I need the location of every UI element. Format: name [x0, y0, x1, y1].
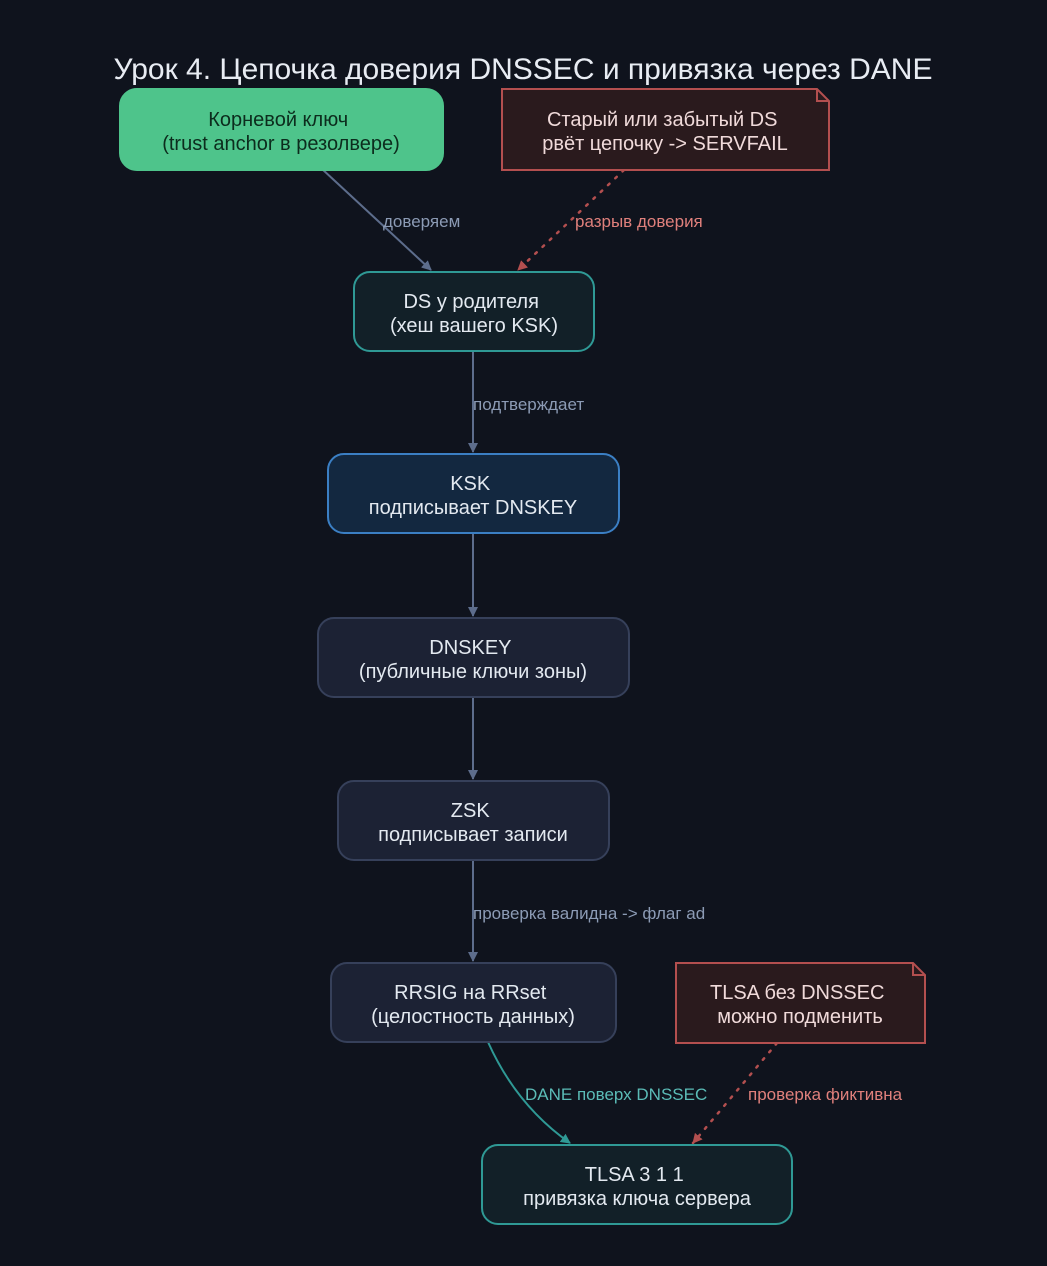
edge-root-to-ds: доверяем — [321, 168, 460, 271]
node-ksk-line-2: подписывает DNSKEY — [369, 497, 578, 519]
node-rrsig: RRSIG на RRset (целостность данных) — [330, 962, 617, 1043]
edge-label-trust-break: разрыв доверия — [575, 212, 703, 231]
diagram-title: Урок 4. Цепочка доверия DNSSEC и привязк… — [114, 53, 933, 86]
edge-zsk-to-rrsig: проверка валидна -> флаг ad — [468, 860, 705, 962]
node-rrsig-line-2: (целостность данных) — [371, 1006, 575, 1028]
edge-label-valid-ad-flag: проверка валидна -> флаг ad — [473, 904, 705, 923]
node-tlsa: TLSA 3 1 1 привязка ключа сервера — [481, 1144, 793, 1225]
node-zsk-line-2: подписывает записи — [378, 824, 568, 846]
note-stale-ds: Старый или забытый DS рвёт цепочку -> SE… — [501, 88, 830, 171]
node-tlsa-line-2: привязка ключа сервера — [523, 1188, 752, 1210]
note-stale-ds-line-2: рвёт цепочку -> SERVFAIL — [542, 133, 788, 155]
node-zsk: ZSK подписывает записи — [337, 780, 610, 861]
edge-label-dane-over-dnssec: DANE поверх DNSSEC — [525, 1085, 707, 1104]
node-ds-parent: DS у родителя (хеш вашего KSK) — [353, 271, 595, 352]
note-tlsa-spoofable-line-1: TLSA без DNSSEC — [710, 982, 884, 1004]
edge-label-trust: доверяем — [383, 212, 460, 231]
edge-note-to-ds: разрыв доверия — [516, 168, 703, 272]
node-root-key-line-2: (trust anchor в резолвере) — [162, 133, 400, 155]
note-tlsa-spoofable: TLSA без DNSSEC можно подменить — [675, 962, 926, 1044]
edge-note-to-tlsa: проверка фиктивна — [691, 1041, 903, 1145]
edge-rrsig-to-tlsa: DANE поверх DNSSEC — [487, 1041, 707, 1144]
node-dnskey: DNSKEY (публичные ключи зоны) — [317, 617, 630, 698]
note-stale-ds-line-1: Старый или забытый DS — [547, 109, 777, 131]
node-ksk-line-1: KSK — [450, 473, 491, 495]
node-tlsa-line-1: TLSA 3 1 1 — [585, 1164, 684, 1186]
svg-text:TLSA без DNSSEC можно по: TLSA без DNSSEC можно подменить — [710, 982, 890, 1028]
svg-text:DNSKEY (публичные ключи: DNSKEY (публичные ключи зоны) — [359, 637, 587, 683]
svg-text:ZSK подписывает записи: ZSK подписывает записи — [378, 800, 568, 846]
svg-text:DS у родителя (хеш вашег: DS у родителя (хеш вашего KSK) — [390, 291, 558, 337]
edge-ds-to-ksk: подтверждает — [468, 351, 584, 453]
node-ds-parent-line-2: (хеш вашего KSK) — [390, 315, 558, 337]
node-dnskey-line-2: (публичные ключи зоны) — [359, 661, 587, 683]
svg-text:TLSA 3 1 1 привязка ключ: TLSA 3 1 1 привязка ключа сервера — [523, 1164, 752, 1210]
edge-label-confirms: подтверждает — [473, 395, 584, 414]
svg-text:Корневой ключ (trust anc: Корневой ключ (trust anchor в резолвере) — [162, 109, 400, 155]
node-root-key: Корневой ключ (trust anchor в резолвере) — [119, 88, 444, 171]
node-dnskey-line-1: DNSKEY — [429, 637, 511, 659]
node-root-key-line-1: Корневой ключ — [208, 109, 348, 131]
edge-label-fictitious-check: проверка фиктивна — [748, 1085, 903, 1104]
node-rrsig-line-1: RRSIG на RRset — [394, 982, 547, 1004]
node-zsk-line-1: ZSK — [451, 800, 491, 822]
note-tlsa-spoofable-line-2: можно подменить — [717, 1006, 883, 1028]
svg-text:KSK подписывает DNSKEY: KSK подписывает DNSKEY — [369, 473, 578, 519]
node-ksk: KSK подписывает DNSKEY — [327, 453, 620, 534]
node-ds-parent-line-1: DS у родителя — [403, 291, 538, 313]
svg-text:RRSIG на RRset (целостно: RRSIG на RRset (целостность данных) — [371, 982, 575, 1028]
svg-text:Старый или забытый DS рв: Старый или забытый DS рвёт цепочку -> SE… — [542, 109, 788, 155]
